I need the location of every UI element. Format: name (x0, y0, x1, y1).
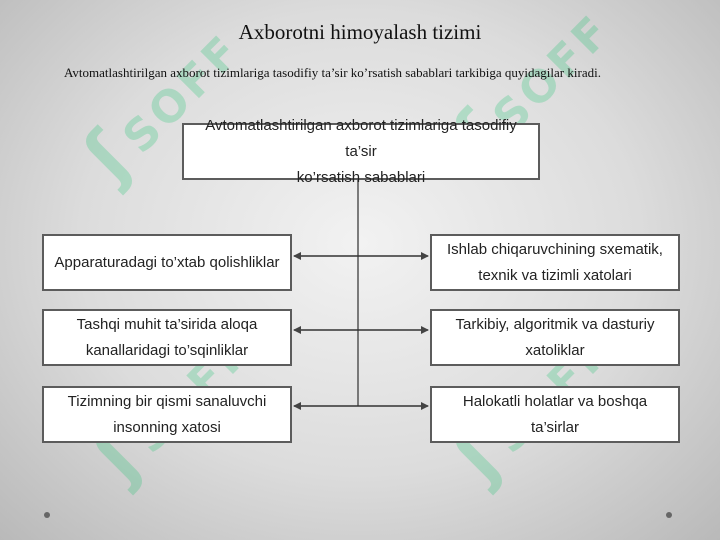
right-box-3-label: Halokatli holatlar va boshqa ta’sirlar (462, 392, 648, 436)
root-box-label: Avtomatlashtirilgan axborot tizimlariga … (205, 116, 517, 186)
right-box-1: Ishlab chiqaruvchining sxematik, texnik … (430, 234, 680, 291)
left-box-2-label: Tashqi muhit ta’sirida aloqa kanallarida… (76, 315, 258, 359)
slide-title: Axborotni himoyalash tizimi (238, 20, 482, 44)
right-box-1-label: Ishlab chiqaruvchining sxematik, texnik … (447, 240, 663, 284)
corner-dot-left (44, 512, 50, 518)
left-box-3-label: Tizimning bir qismi sanaluvchi insonning… (67, 392, 267, 436)
right-box-2: Tarkibiy, algoritmik va dasturiy xatolik… (430, 309, 680, 366)
left-box-2: Tashqi muhit ta’sirida aloqa kanallarida… (42, 309, 292, 366)
intro-paragraph: Avtomatlashtirilgan axborot tizimlariga … (64, 65, 601, 80)
left-box-1-label: Apparaturadagi to’xtab qolishliklar (54, 253, 280, 271)
left-box-1: Apparaturadagi to’xtab qolishliklar (42, 234, 292, 291)
root-box: Avtomatlashtirilgan axborot tizimlariga … (182, 117, 540, 186)
right-box-3: Halokatli holatlar va boshqa ta’sirlar (430, 386, 680, 443)
right-box-2-label: Tarkibiy, algoritmik va dasturiy xatolik… (455, 315, 655, 359)
left-box-3: Tizimning bir qismi sanaluvchi insonning… (42, 386, 292, 443)
corner-dot-right (666, 512, 672, 518)
